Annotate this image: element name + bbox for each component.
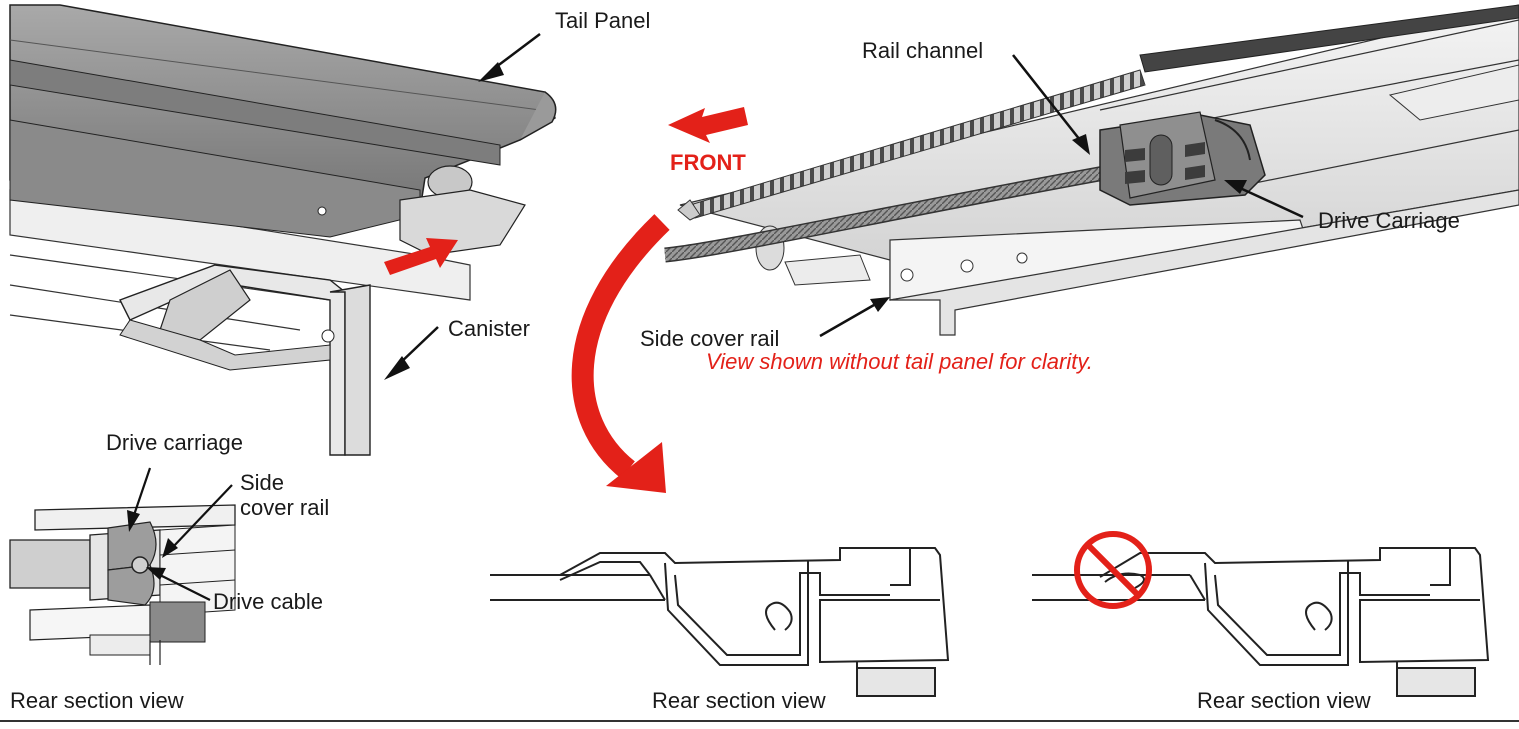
drive-carriage-inset-label: Drive carriage [106, 430, 243, 455]
side-cover-rail-leader-arrow-icon [819, 297, 890, 338]
front-label: FRONT [670, 150, 746, 175]
tail-panel-illustration [9, 4, 557, 456]
side-cover-rail-inset-label: Side cover rail [240, 470, 330, 521]
rear-section-inset-1 [9, 490, 236, 665]
prohibited-icon [1074, 531, 1152, 609]
rear-section-incorrect [1032, 547, 1490, 697]
drive-cable-label: Drive cable [213, 589, 324, 614]
drive-cable-inset-leader-arrow-icon [146, 567, 211, 601]
rear-section-view-caption-2: Rear section view [652, 688, 826, 713]
clarity-note: View shown without tail panel for clarit… [706, 349, 1093, 374]
canister-label: Canister [448, 316, 530, 341]
rail-channel-label: Rail channel [862, 38, 984, 63]
bottom-divider [0, 720, 1519, 722]
drive-carriage-leader-arrow-icon [1224, 180, 1304, 219]
rear-section-view-caption-1: Rear section view [10, 688, 184, 713]
rear-section-view-caption-3: Rear section view [1197, 688, 1371, 713]
curved-arrow-icon [571, 214, 670, 493]
canister-leader-arrow-icon [384, 326, 439, 380]
side-cover-rail-label: Side cover rail [640, 326, 780, 351]
push-direction-arrow-icon [384, 238, 458, 275]
drive-carriage-label: Drive Carriage [1318, 208, 1460, 233]
tail-panel-label: Tail Panel [555, 8, 651, 33]
drive-carriage-inset-leader-arrow-icon [127, 467, 152, 532]
tail-panel-leader-arrow-icon [478, 33, 541, 82]
rail-illustration [664, 4, 1519, 336]
rail-channel-leader-arrow-icon [1012, 54, 1090, 155]
front-direction-arrow-icon [668, 107, 748, 143]
side-cover-rail-inset-leader-arrow-icon [162, 484, 233, 558]
rear-section-correct [490, 547, 950, 697]
